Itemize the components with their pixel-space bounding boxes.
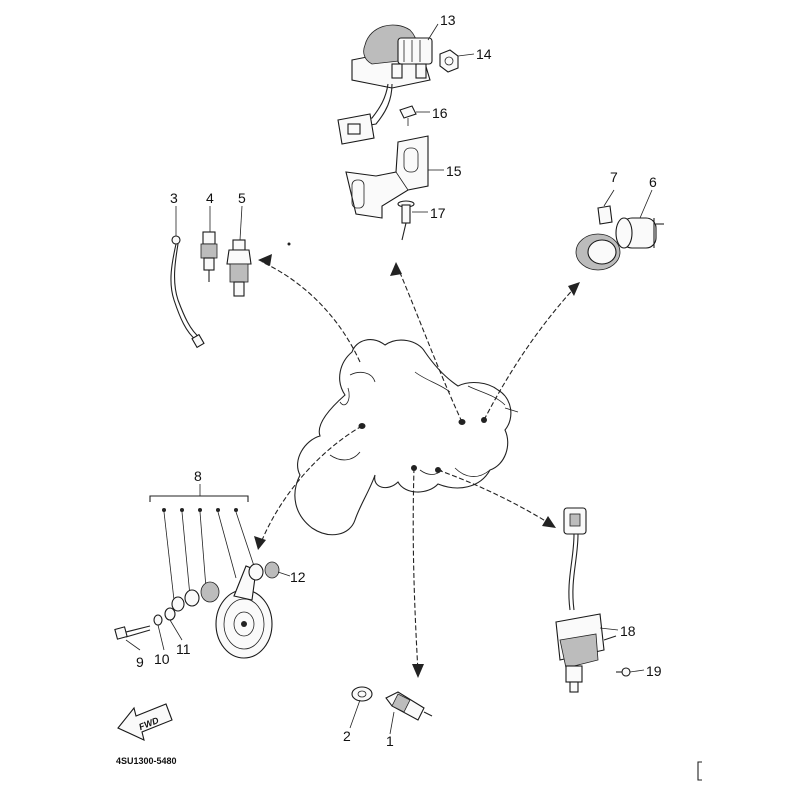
callout-leaders [125,23,653,735]
arrowhead-icon [390,262,402,276]
sensor-part-5 [226,239,252,297]
callout-12: 12 [290,569,306,585]
callout-numbers: 1 2 3 4 5 6 7 8 9 10 11 12 13 14 15 16 1… [136,12,662,749]
callout-2: 2 [343,728,351,744]
callout-5: 5 [238,190,246,206]
forward-direction-indicator: FWD [117,703,173,741]
sensor-assembly [555,507,631,693]
plug-part-4 [200,231,218,282]
wire-lead-part-3 [170,235,205,349]
rivet-part-17 [397,200,415,241]
callout-13: 13 [440,12,456,28]
fwd-arrow-icon [117,703,173,741]
corner-bracket-mark [697,761,702,781]
frame-outline [294,339,519,536]
callout-15: 15 [446,163,462,179]
bracket-part-7 [575,205,621,271]
arrowhead-icon [258,254,272,266]
bracket-part-15 [345,135,429,219]
arrowhead-icon [254,536,266,550]
callout-11: 11 [176,641,191,657]
clip-part-16 [399,105,417,126]
diagram-part-code: 4SU1300-5480 [116,756,177,766]
assembly-leader-arrows [254,254,580,678]
callout-10: 10 [154,651,170,667]
callout-6: 6 [649,174,657,190]
callout-18: 18 [620,623,636,639]
arrowhead-icon [412,664,424,678]
callout-3: 3 [170,190,178,206]
relay-part-6 [615,217,664,249]
callout-17: 17 [430,205,446,221]
callout-1: 1 [386,733,394,749]
horn-assembly [114,495,280,659]
callout-14: 14 [476,46,492,62]
nut-part-14 [439,49,459,73]
callout-9: 9 [136,654,144,670]
callout-19: 19 [646,663,662,679]
switch-assembly [351,686,433,721]
relay-part-13 [337,24,433,145]
callout-7: 7 [610,169,618,185]
callout-4: 4 [206,190,214,206]
arrowhead-icon [568,282,580,296]
callout-8: 8 [194,468,202,484]
callout-16: 16 [432,105,448,121]
arrowhead-icon [542,516,556,528]
